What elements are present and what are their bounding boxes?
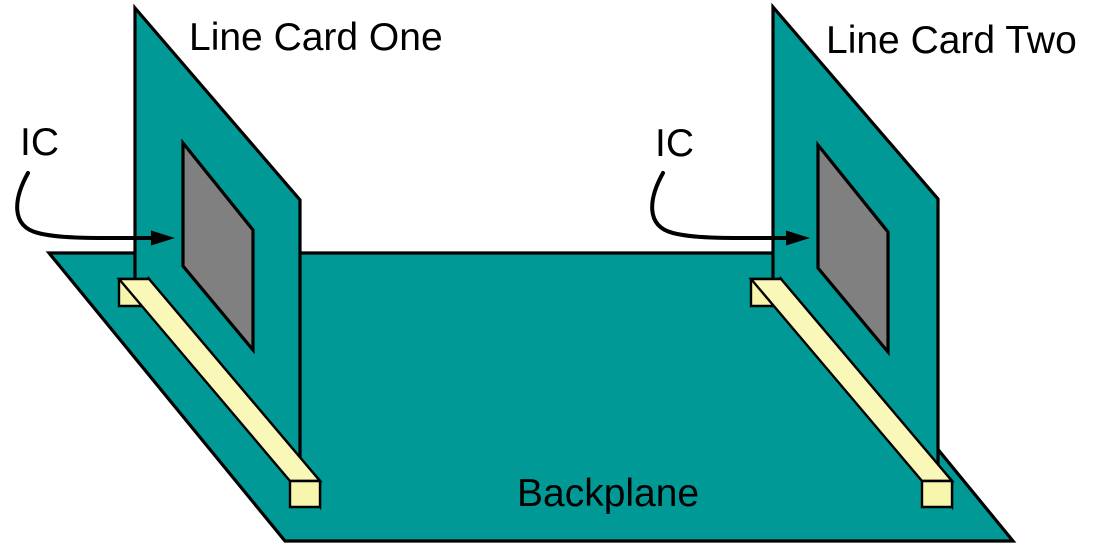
connector-one: [116, 275, 323, 511]
line-card-two-label: Line Card Two: [826, 19, 1077, 62]
ic-two-arrow-curve: [650, 171, 788, 241]
connector-two: [748, 275, 955, 511]
ic-one-chip: [181, 138, 255, 355]
ic-one-label: IC: [20, 121, 59, 164]
ic-two-arrowhead: [786, 230, 810, 246]
line-card-one-label: Line Card One: [189, 16, 443, 59]
ic-one-callout-arrow: [15, 171, 175, 246]
ic-one-arrowhead: [151, 230, 175, 246]
ic-two-chip: [816, 140, 890, 357]
backplane-label: Backplane: [517, 472, 699, 515]
ic-two-callout-arrow: [650, 171, 810, 246]
ic-one-arrow-curve: [15, 171, 153, 241]
connector-one-near-cap: [288, 479, 322, 509]
ic-two-label: IC: [655, 122, 694, 165]
connector-two-near-cap: [920, 479, 954, 509]
